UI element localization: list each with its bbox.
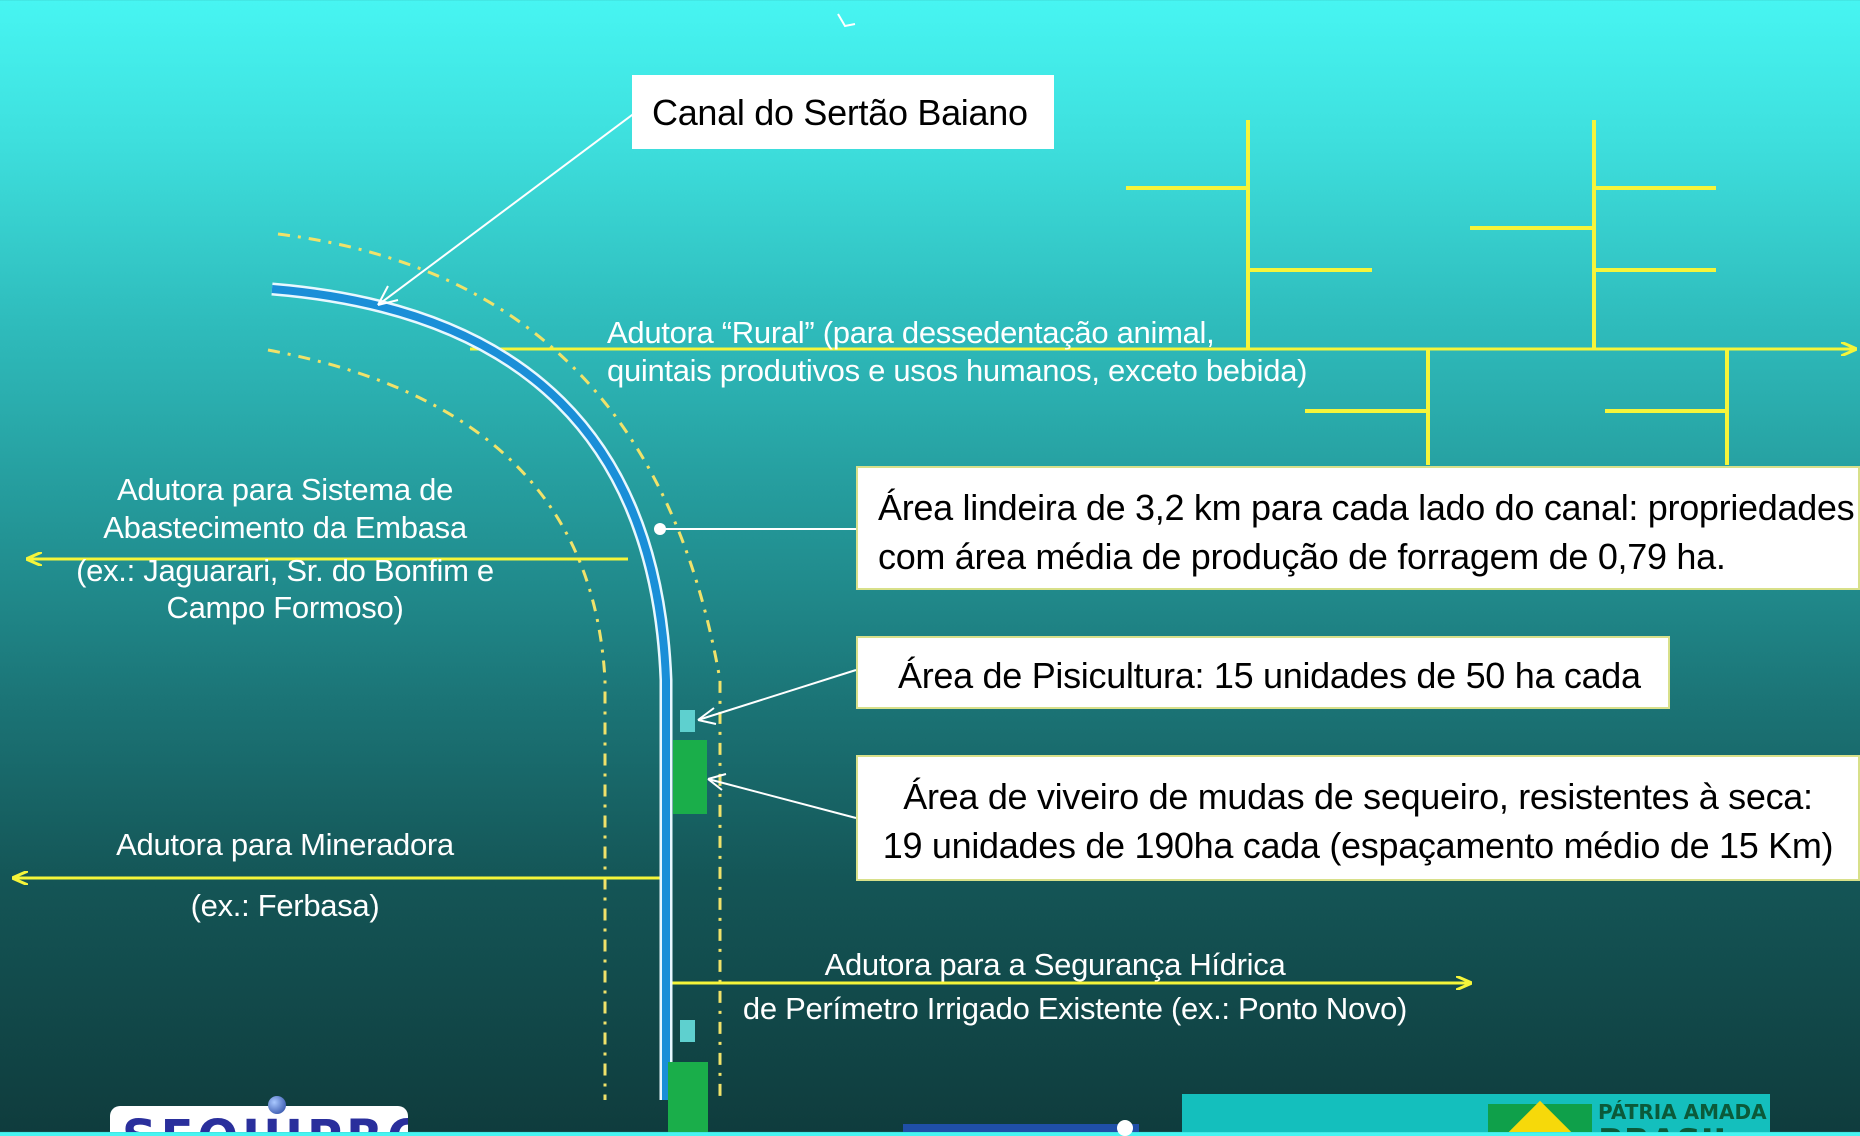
- viveiro-marker-2: [668, 1062, 708, 1132]
- rural-adutora-label: Adutora “Rural” (para dessedentação anim…: [607, 314, 1307, 390]
- brasil-text: BRASIL: [1598, 1122, 1735, 1132]
- seguranca-adutora-label: Adutora para a Segurança Hídrica de Perí…: [730, 946, 1420, 1028]
- piscicultura-marker: [680, 710, 695, 732]
- patria-amada-text: PÁTRIA AMADA: [1598, 1100, 1767, 1124]
- piscicultura-text: Área de Pisicultura: 15 unidades de 50 h…: [898, 655, 1641, 696]
- partner-logo-emblem: [1117, 1120, 1133, 1136]
- rural-label-line1: Adutora “Rural” (para dessedentação anim…: [607, 315, 1215, 350]
- viveiro-info-box: Área de viveiro de mudas de sequeiro, re…: [856, 755, 1860, 881]
- callout-lindeira-line: [654, 523, 856, 535]
- embasa-label-line4: Campo Formoso): [166, 590, 404, 626]
- sequipro-logo-dot: [268, 1096, 286, 1114]
- lindeira-line2: com área média de produção de forragem d…: [878, 535, 1726, 577]
- sequipro-logo: SEQUIPRO: [110, 1106, 408, 1132]
- mineradora-adutora-label: Adutora para Mineradora (ex.: Ferbasa): [70, 826, 500, 925]
- brasil-flag-emblem: [1488, 1100, 1592, 1132]
- embasa-label-line3: (ex.: Jaguarari, Sr. do Bonfim e: [76, 552, 494, 588]
- embasa-label-line1: Adutora para Sistema de: [116, 472, 454, 507]
- rural-branch-network: [1126, 120, 1729, 465]
- lindeira-line1: Área lindeira de 3,2 km para cada lado d…: [878, 487, 1855, 528]
- piscicultura-marker-2: [680, 1020, 695, 1042]
- piscicultura-info-box: Área de Pisicultura: 15 unidades de 50 h…: [856, 636, 1670, 709]
- lindeira-info-box: Área lindeira de 3,2 km para cada lado d…: [856, 466, 1860, 590]
- seguranca-label-line2: de Perímetro Irrigado Existente (ex.: Po…: [742, 990, 1408, 1026]
- outer-boundary-dashed: [277, 232, 722, 1100]
- mineradora-label-line2: (ex.: Ferbasa): [190, 887, 380, 923]
- embasa-adutora-label: Adutora para Sistema de Abastecimento da…: [50, 471, 520, 627]
- flag-diamond: [1494, 1100, 1586, 1132]
- rural-label-line2: quintais produtivos e usos humanos, exce…: [607, 352, 1308, 388]
- callout-piscicultura-arrow: [697, 669, 857, 725]
- inner-boundary-dashed: [267, 348, 607, 1100]
- partner-logo-small: [903, 1120, 1139, 1136]
- mineradora-label-line1: Adutora para Mineradora: [116, 827, 454, 862]
- embasa-label-line2: Abastecimento da Embasa: [103, 509, 467, 545]
- government-banner: PÁTRIA AMADA BRASIL: [1182, 1094, 1770, 1132]
- sequipro-logo-text: SEQUIPRO: [122, 1114, 408, 1132]
- callout-viveiro-arrow: [707, 773, 857, 819]
- canal-title-text: Canal do Sertão Baiano: [652, 92, 1028, 133]
- seguranca-label-line1: Adutora para a Segurança Hídrica: [824, 947, 1286, 982]
- canal-title-box: Canal do Sertão Baiano: [632, 75, 1054, 149]
- viveiro-marker: [673, 740, 707, 814]
- viveiro-line1: Área de viveiro de mudas de sequeiro, re…: [903, 776, 1813, 817]
- canal-outline: [271, 282, 673, 1100]
- viveiro-line2: 19 unidades de 190ha cada (espaçamento m…: [882, 824, 1834, 866]
- callout-canal-arrow: [377, 111, 637, 306]
- top-tick-mark: [837, 13, 856, 28]
- canal-line: [271, 285, 670, 1100]
